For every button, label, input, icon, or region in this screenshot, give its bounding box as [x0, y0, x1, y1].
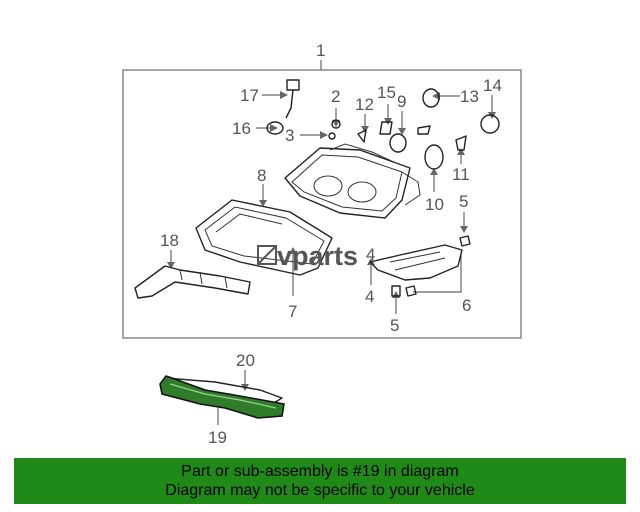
callout-18: 18 — [160, 231, 179, 250]
callout-5-bottom: 5 — [390, 316, 399, 335]
headlamp-lens — [195, 199, 333, 276]
callout-13: 13 — [460, 87, 479, 106]
callout-4: 4 — [365, 287, 374, 306]
callout-5-top: 5 — [459, 192, 468, 211]
callout-20: 20 — [236, 351, 255, 370]
callout-8: 8 — [257, 166, 266, 185]
callout-16: 16 — [232, 119, 251, 138]
callout-3: 3 — [285, 126, 294, 145]
callout-17: 17 — [240, 86, 259, 105]
callout-15: 15 — [377, 83, 396, 102]
vparts-logo: vparts — [257, 241, 358, 271]
adjuster-bracket — [369, 244, 463, 281]
callout-1: 1 — [316, 41, 325, 60]
leader-lines — [170, 60, 493, 425]
callout-9: 9 — [397, 92, 406, 111]
part-19-seal-inner — [169, 383, 277, 409]
callout-10: 10 — [425, 195, 444, 214]
headlamp-housing — [284, 143, 421, 219]
callout-numbers: 1 17 16 2 3 12 15 9 13 14 11 10 8 5 18 4… — [160, 41, 502, 447]
footer-banner: Part or sub-assembly is #19 in diagram D… — [14, 458, 626, 504]
callout-19: 19 — [208, 428, 227, 447]
callout-2: 2 — [331, 87, 340, 106]
callout-11: 11 — [452, 165, 470, 184]
trim-strip — [134, 265, 251, 299]
assembly-box — [122, 69, 522, 339]
callout-7: 7 — [288, 302, 297, 321]
callout-12: 12 — [355, 95, 374, 114]
callout-14: 14 — [483, 76, 502, 95]
callout-6: 6 — [462, 296, 471, 315]
footer-line-2: Diagram may not be specific to your vehi… — [165, 482, 475, 499]
small-components — [266, 79, 500, 297]
vparts-logo-text: vparts — [277, 241, 358, 271]
callout-4-upper: 4 — [366, 245, 375, 264]
footer-line-1: Part or sub-assembly is #19 in diagram — [181, 463, 459, 480]
